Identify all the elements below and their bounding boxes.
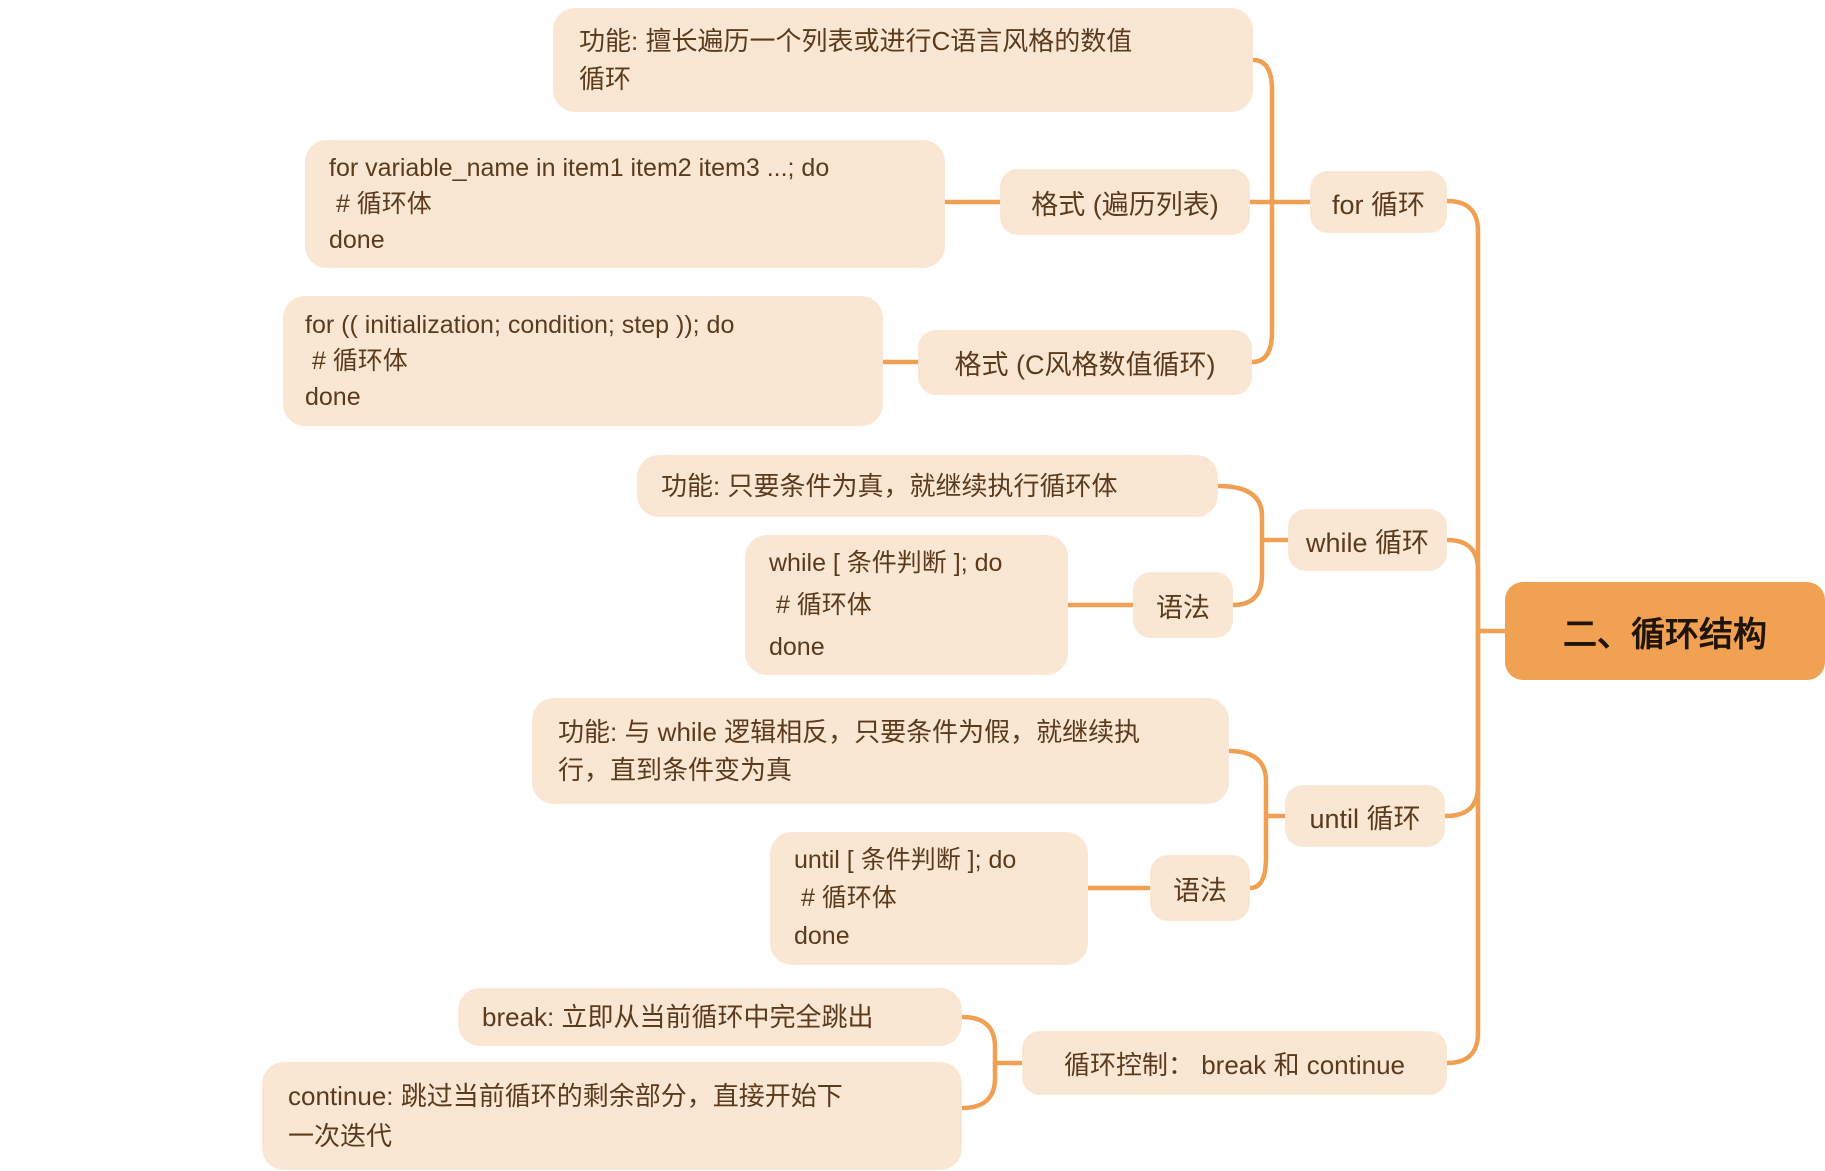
code-line: done bbox=[329, 226, 385, 254]
code-line: # 循环体 bbox=[305, 347, 408, 375]
code-line: for (( initialization; condition; step )… bbox=[305, 311, 735, 339]
code-line: # 循环体 bbox=[794, 884, 897, 912]
continue-note[interactable]: continue: 跳过当前循环的剩余部分，直接开始下一次迭代 bbox=[262, 1062, 962, 1170]
node-root[interactable]: 二、循环结构 bbox=[1505, 582, 1825, 680]
code-line: # 循环体 bbox=[769, 591, 872, 619]
for-list-code[interactable]: for variable_name in item1 item2 item3 .… bbox=[305, 140, 945, 268]
for-cstyle-format-label[interactable]: 格式 (C风格数值循环) bbox=[918, 330, 1252, 395]
until-code[interactable]: until [ 条件判断 ]; do # 循环体 done bbox=[770, 832, 1088, 965]
for-feature-note[interactable]: 功能: 擅长遍历一个列表或进行C语言风格的数值循环 bbox=[553, 8, 1253, 112]
for-cstyle-code[interactable]: for (( initialization; condition; step )… bbox=[283, 296, 883, 426]
for-list-format-label[interactable]: 格式 (遍历列表) bbox=[1000, 169, 1250, 235]
branch-while-label[interactable]: while 循环 bbox=[1288, 509, 1447, 571]
while-feature-note[interactable]: 功能: 只要条件为真，就继续执行循环体 bbox=[637, 455, 1218, 517]
while-syntax-label[interactable]: 语法 bbox=[1133, 572, 1233, 638]
until-feature-note[interactable]: 功能: 与 while 逻辑相反，只要条件为假，就继续执行，直到条件变为真 bbox=[532, 698, 1229, 804]
code-line: done bbox=[769, 633, 825, 661]
code-line: while [ 条件判断 ]; do bbox=[769, 549, 1003, 577]
branch-control-label[interactable]: 循环控制： break 和 continue bbox=[1022, 1031, 1447, 1095]
code-line: # 循环体 bbox=[329, 190, 432, 218]
code-line: done bbox=[305, 383, 361, 411]
code-line: done bbox=[794, 922, 850, 950]
code-line: for variable_name in item1 item2 item3 .… bbox=[329, 154, 830, 182]
code-line: until [ 条件判断 ]; do bbox=[794, 846, 1017, 874]
break-note[interactable]: break: 立即从当前循环中完全跳出 bbox=[458, 988, 962, 1046]
branch-for-label[interactable]: for 循环 bbox=[1310, 171, 1447, 233]
branch-until-label[interactable]: until 循环 bbox=[1285, 785, 1445, 847]
while-code[interactable]: while [ 条件判断 ]; do # 循环体 done bbox=[745, 535, 1068, 675]
until-syntax-label[interactable]: 语法 bbox=[1150, 855, 1250, 921]
